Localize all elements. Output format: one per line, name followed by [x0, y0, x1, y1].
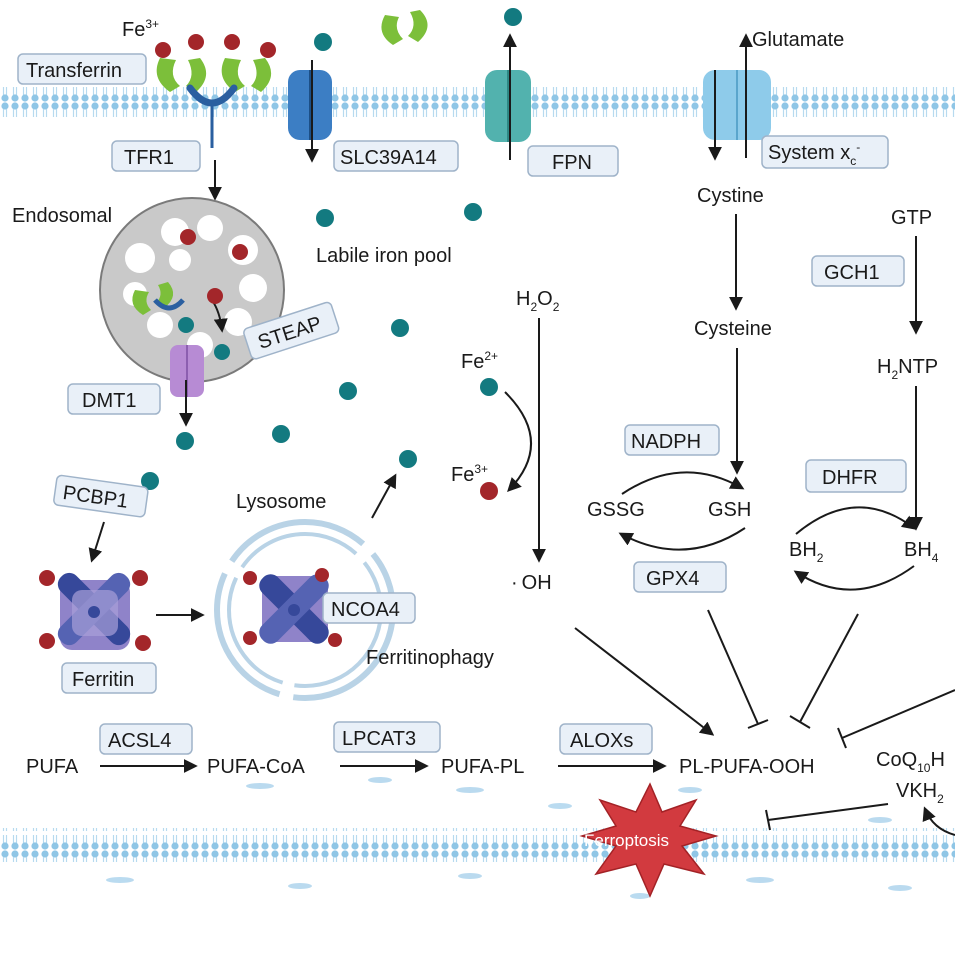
free-transferrin-icon: [381, 10, 428, 45]
fe2-label: Fe2+: [461, 349, 498, 373]
cystine-label: Cystine: [697, 185, 764, 207]
fe3-iron-dot: [132, 570, 148, 586]
endosomal-label: Endosomal: [12, 205, 112, 227]
fe3-iron-dot: [315, 568, 329, 582]
fe2-oxidation-arrow: [504, 391, 532, 493]
fe3-label: Fe3+: [451, 462, 488, 486]
vkh2-label: VKH2: [896, 780, 944, 806]
fe3-iron-dot: [328, 633, 342, 647]
nadph-label: NADPH: [631, 431, 701, 453]
dhfr-label: DHFR: [822, 467, 878, 489]
oh-to-lipid-peroxide-arrow: [574, 627, 715, 736]
fe3-iron-dot: [480, 482, 498, 500]
bh2-to-bh4-arrow: [795, 506, 917, 535]
fe2-iron-dot: [339, 382, 357, 400]
bottom-membrane: [0, 828, 955, 862]
fe3-iron-dot: [155, 42, 171, 58]
system-xc-label: System xc-: [768, 140, 860, 168]
fe2-iron-dot: [316, 209, 334, 227]
pl-pufa-ooh-label: PL-PUFA-OOH: [679, 756, 815, 778]
bh4-to-bh2-arrow: [793, 565, 915, 591]
glutamate-label: Glutamate: [752, 29, 844, 51]
lysosome-label: Lysosome: [236, 491, 326, 513]
gsh-label: GSH: [708, 499, 751, 521]
h2o2-label: H2O2: [516, 288, 560, 314]
ferroptosis-label: Ferroptosis: [584, 831, 669, 850]
slc39a14-transporter: [288, 70, 332, 140]
labile-iron-pool-label: Labile iron pool: [316, 245, 452, 267]
pcbp1-to-ferritin-arrow: [88, 521, 105, 563]
fe2-iron-dot: [399, 450, 417, 468]
pufa-label: PUFA: [26, 756, 79, 778]
ferritin-cage: [57, 572, 131, 650]
fe3-iron-dot: [39, 570, 55, 586]
gch1-label: GCH1: [824, 262, 880, 284]
bh2-label: BH2: [789, 539, 824, 565]
fe3-iron-dot: [243, 631, 257, 645]
hydroxyl-radical-label: ·OH: [511, 572, 552, 594]
fe2-iron-dot: [178, 317, 194, 333]
fe3-iron-dot: [188, 34, 204, 50]
gssg-to-gsh-arrow: [621, 471, 745, 495]
fe3-iron-dot: [207, 288, 223, 304]
h2ntp-label: H2NTP: [877, 356, 938, 382]
lpcat3-label: LPCAT3: [342, 728, 416, 750]
fe3-top-label: Fe3+: [122, 17, 159, 41]
acsl4-label: ACSL4: [108, 730, 171, 752]
gpx4-label: GPX4: [646, 568, 699, 590]
tfr1-label: TFR1: [124, 147, 174, 169]
cysteine-label: Cysteine: [694, 318, 772, 340]
vkh2-recycle-arrow: [922, 806, 955, 836]
fe3-iron-dot: [224, 34, 240, 50]
fe2-iron-dot: [214, 344, 230, 360]
fe3-iron-dot: [135, 635, 151, 651]
dmt1-label: DMT1: [82, 390, 136, 412]
fe2-iron-dot: [391, 319, 409, 337]
fe2-iron-dot: [480, 378, 498, 396]
fe2-iron-dot: [314, 33, 332, 51]
fe3-iron-dot: [180, 229, 196, 245]
ncoa4-label: NCOA4: [331, 599, 400, 621]
fe3-iron-dot: [39, 633, 55, 649]
fpn-transporter: [485, 70, 531, 142]
transferrin-label: Transferrin: [26, 60, 122, 82]
gssg-label: GSSG: [587, 499, 645, 521]
ferritinophagy-label: Ferritinophagy: [366, 647, 494, 669]
fe2-iron-dot: [464, 203, 482, 221]
lysosome-release-arrow: [371, 473, 397, 519]
slc39a14-label: SLC39A14: [340, 147, 437, 169]
gpx4-inhibition: [707, 609, 769, 729]
fe3-iron-dot: [243, 571, 257, 585]
aloxs-label: ALOXs: [570, 730, 633, 752]
fpn-label: FPN: [552, 152, 592, 174]
fe2-iron-dot: [176, 432, 194, 450]
coq10-inhibition: [837, 689, 955, 749]
bh4-label: BH4: [904, 539, 939, 565]
fe3-iron-dot: [260, 42, 276, 58]
transferrin-receptor-complex: [156, 58, 272, 148]
fe3-iron-dot: [232, 244, 248, 260]
membrane-debris: [106, 777, 912, 899]
endosome: [99, 197, 285, 383]
system-xc-transporter: [703, 70, 771, 140]
gtp-label: GTP: [891, 207, 932, 229]
coq10-label: CoQ10H: [876, 749, 945, 775]
ferroptosis-burst: [579, 782, 719, 898]
gsh-to-gssg-arrow: [618, 527, 746, 551]
top-membrane: [0, 87, 955, 121]
ferritin-label: Ferritin: [72, 669, 134, 691]
pufa-coa-label: PUFA-CoA: [207, 756, 305, 778]
fe2-iron-dot: [504, 8, 522, 26]
fe2-iron-dot: [141, 472, 159, 490]
fe2-iron-dot: [272, 425, 290, 443]
pufa-pl-label: PUFA-PL: [441, 756, 524, 778]
vkh2-inhibition: [765, 803, 889, 831]
bh4-inhibition: [789, 613, 859, 729]
